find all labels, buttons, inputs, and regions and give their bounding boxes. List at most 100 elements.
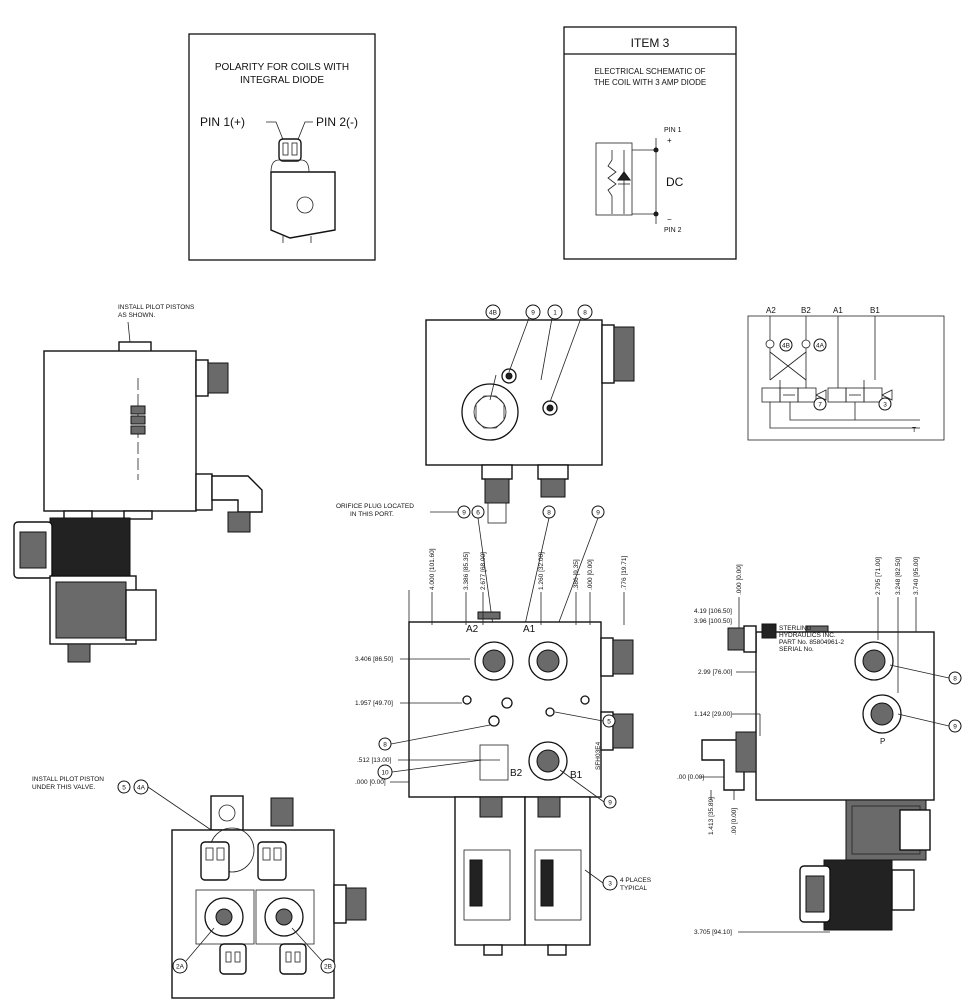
vdim-0386: .386 [9.35] — [573, 559, 580, 590]
hyd-port-b1: B1 — [870, 306, 880, 315]
svg-text:9: 9 — [608, 800, 612, 807]
bl-balloon-5 — [117, 780, 131, 794]
front-view: ORIFICE PLUG LOCATED IN THIS PORT. 9 6 8… — [336, 503, 652, 956]
note-pilot-pistons-2: AS SHOWN. — [118, 312, 155, 319]
side-hdim-419: 4.19 [106.50] — [694, 608, 732, 615]
svg-text:2B: 2B — [324, 964, 332, 971]
svg-text:10: 10 — [381, 770, 389, 777]
vdim-2677: 2.677 [68.00] — [480, 552, 487, 590]
front-port-a2: A2 — [466, 624, 479, 635]
hdim-3406: 3.406 [86.50] — [355, 656, 393, 663]
side-hdim-299: 2.99 [76.00] — [698, 669, 733, 676]
hdim-0000: .000 [0.00] — [355, 779, 386, 786]
polarity-box: POLARITY FOR COILS WITH INTEGRAL DIODE P… — [188, 33, 376, 261]
top-balloon-1 — [547, 304, 563, 320]
top-balloon-4b — [485, 304, 501, 320]
front-port-b1: B1 — [570, 770, 583, 781]
schematic-box: ITEM 3 ELECTRICAL SCHEMATIC OF THE COIL … — [563, 26, 737, 260]
front-port-b2: B2 — [510, 768, 523, 779]
schematic-dc: DC — [666, 175, 684, 189]
svg-text:9: 9 — [531, 310, 535, 317]
svg-text:8: 8 — [383, 742, 387, 749]
side-vdim-3740: 3.740 [95.00] — [913, 557, 920, 595]
top-view: 4B 9 1 8 — [425, 304, 635, 524]
schematic-desc-1: ELECTRICAL SCHEMATIC OF — [594, 67, 705, 76]
right-side-view: STERLING HYDRAULICS INC. PART No. 858049… — [677, 557, 962, 936]
vdim-4000: 4.000 [101.60] — [429, 548, 436, 590]
svg-text:9: 9 — [953, 724, 957, 731]
side-port-p: P — [880, 737, 885, 746]
svg-text:2A: 2A — [176, 964, 185, 971]
top-balloon-8 — [577, 304, 593, 320]
hyd-port-a1: A1 — [833, 306, 843, 315]
svg-text:4B: 4B — [489, 310, 497, 317]
svg-text:4A: 4A — [137, 785, 146, 792]
side-vdim-2795: 2.795 [71.00] — [875, 557, 882, 595]
svg-text:5: 5 — [122, 785, 126, 792]
schematic-pin1: PIN 1 — [664, 127, 682, 134]
side-bdim-1413: 1.413 [35.89] — [708, 797, 715, 835]
nameplate-line2: HYDRAULICS INC. — [779, 632, 836, 639]
svg-text:4A: 4A — [816, 343, 825, 350]
bl-balloon-2a — [172, 958, 188, 974]
hyd-balloon-7 — [813, 397, 827, 411]
nameplate-line1: STERLING — [779, 625, 812, 632]
note-places-1: 4 PLACES — [620, 877, 652, 884]
svg-text:8: 8 — [547, 510, 551, 517]
left-side-view: INSTALL PILOT PISTONS AS SHOWN. — [13, 304, 263, 663]
schematic-pin2: PIN 2 — [664, 227, 682, 234]
hyd-tank-label: T — [912, 427, 917, 434]
svg-text:3: 3 — [883, 402, 887, 409]
nameplate-line3: PART No. 85804961-2 — [779, 639, 844, 646]
note-orifice-1: ORIFICE PLUG LOCATED — [336, 503, 414, 510]
svg-text:3: 3 — [608, 881, 612, 888]
hyd-balloon-4b — [779, 338, 793, 352]
hdim-0512: .512 [13.00] — [357, 757, 392, 764]
polarity-title-2: INTEGRAL DIODE — [240, 75, 324, 86]
hyd-balloon-3 — [878, 397, 892, 411]
note-places-2: TYPICAL — [620, 885, 647, 892]
polarity-pin2-label: PIN 2(-) — [316, 115, 358, 129]
svg-text:9: 9 — [596, 510, 600, 517]
hyd-port-a2: A2 — [766, 306, 776, 315]
front-balloon-9a — [457, 505, 471, 519]
bottom-left-view: INSTALL PILOT PISTON UNDER THIS VALVE. 5… — [32, 776, 367, 999]
vdim-0000: .000 [0.00] — [587, 559, 594, 590]
schematic-minus: − — [667, 215, 672, 224]
side-hdim-1142: 1.142 [29.00] — [694, 711, 732, 718]
coil-connector-icon — [270, 138, 336, 243]
note-pilot-pistons-1: INSTALL PILOT PISTONS — [118, 304, 195, 311]
item-label: ITEM 3 — [631, 36, 670, 50]
side-vdim-0000: .000 [0.00] — [736, 564, 743, 595]
svg-text:7: 7 — [818, 402, 822, 409]
vdim-3386: 3.386 [85.35] — [463, 552, 470, 590]
note-pilot-piston-1: INSTALL PILOT PISTON — [32, 776, 104, 783]
hdim-1957: 1.957 [49.70] — [355, 700, 393, 707]
bl-balloon-2b — [320, 958, 336, 974]
front-port-a1: A1 — [523, 624, 536, 635]
nameplate-line4: SERIAL No. — [779, 646, 814, 653]
side-width-dim: 3.705 [94.10] — [694, 929, 732, 936]
hyd-port-b2: B2 — [801, 306, 811, 315]
svg-text:8: 8 — [583, 310, 587, 317]
svg-text:4B: 4B — [782, 343, 790, 350]
svg-text:9: 9 — [462, 510, 466, 517]
hydraulic-schematic: A2 B2 A1 B1 T 4B 4A 7 — [747, 306, 945, 441]
schematic-desc-2: THE COIL WITH 3 AMP DIODE — [594, 78, 706, 87]
note-pilot-piston-2: UNDER THIS VALVE. — [32, 784, 95, 791]
svg-text:5: 5 — [607, 719, 611, 726]
note-orifice-2: IN THIS PORT. — [350, 511, 394, 518]
top-balloon-9 — [525, 304, 541, 320]
polarity-title-1: POLARITY FOR COILS WITH — [215, 62, 349, 73]
diode-icon — [617, 171, 631, 181]
coil-left — [454, 796, 526, 946]
side-vdim-3248: 3.248 [82.50] — [895, 557, 902, 595]
vdim-1260: 1.260 [32.00] — [538, 552, 545, 590]
vdim-0776: .776 [19.71] — [621, 555, 628, 590]
svg-text:8: 8 — [953, 676, 957, 683]
schematic-plus: + — [667, 136, 672, 145]
front-side-mark: SFH03E4 — [595, 741, 602, 770]
side-hdim-396: 3.96 [100.50] — [694, 618, 732, 625]
side-bdim-000: .00 [0.00] — [731, 808, 738, 835]
